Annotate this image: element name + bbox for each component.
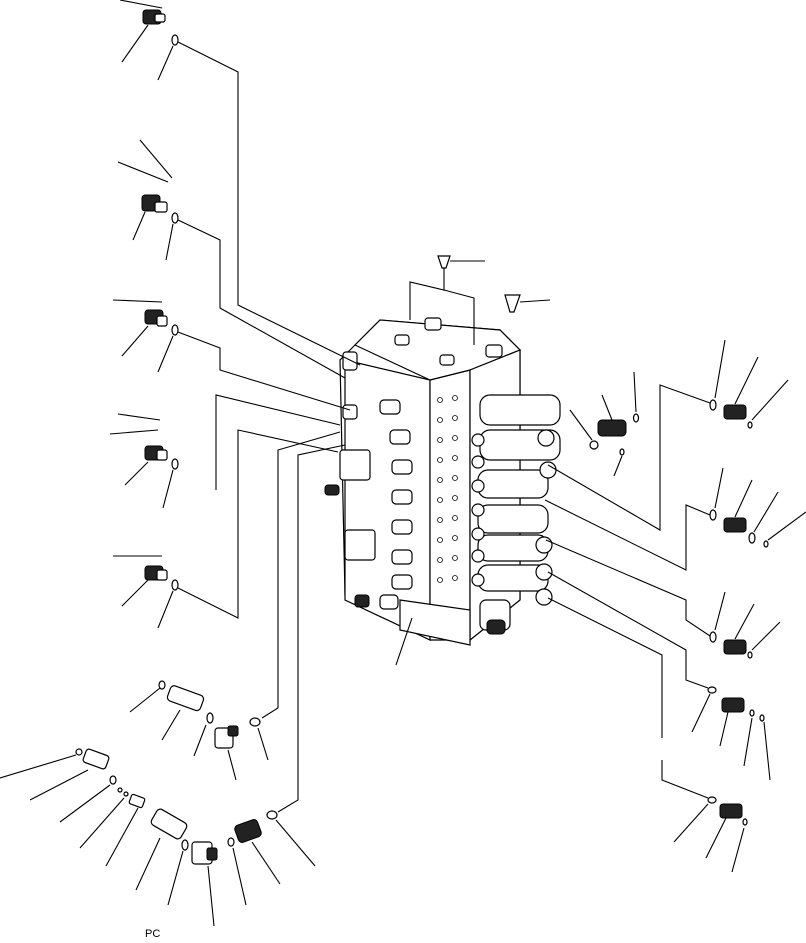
left-spool-caps bbox=[324, 351, 413, 610]
left-elbow-fitting-5 bbox=[113, 429, 339, 629]
lower-left-adapter-3 bbox=[135, 808, 189, 906]
right-fitting-1 bbox=[547, 339, 789, 531]
center-right-fitting bbox=[569, 371, 640, 477]
right-fitting-4 bbox=[547, 571, 771, 781]
left-elbow-fitting-3 bbox=[112, 299, 351, 411]
left-elbow-fitting-1 bbox=[119, 0, 361, 366]
lower-left-elbow-2 bbox=[191, 444, 346, 927]
left-elbow-fitting-2 bbox=[117, 139, 346, 379]
right-fitting-2 bbox=[544, 467, 806, 571]
right-spool-sections bbox=[471, 394, 561, 635]
right-fitting-3 bbox=[545, 539, 781, 659]
figure-code: PC bbox=[145, 928, 161, 940]
top-plug-right bbox=[504, 294, 551, 313]
lower-left-adapter-2 bbox=[0, 748, 146, 867]
valve-port-holes bbox=[437, 395, 458, 583]
base-leader-line bbox=[395, 617, 413, 666]
lower-left-adapter-1 bbox=[129, 680, 214, 757]
lower-left-elbow-1 bbox=[214, 431, 341, 781]
control-valve-body bbox=[324, 317, 561, 646]
top-plug-left bbox=[409, 255, 485, 345]
left-elbow-fitting-4 bbox=[109, 394, 341, 509]
right-fitting-5 bbox=[547, 597, 748, 873]
